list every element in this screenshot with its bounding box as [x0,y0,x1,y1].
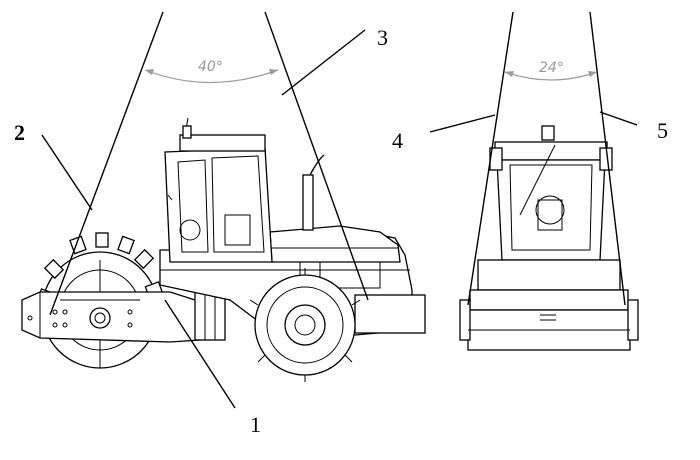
engine-hood [269,225,401,263]
front-right-sight-line [589,11,626,306]
front-frame [21,291,201,343]
side-view-roller [21,117,426,382]
front-sight-lines: 24° [467,11,626,306]
rear-wheel [249,268,361,382]
callout-3: 3 [377,25,388,50]
front-angle-arc [504,71,598,81]
callout-1: 1 [250,412,261,437]
front-callouts: 4 5 [392,111,668,153]
side-right-sight-line [264,11,369,301]
exhaust-pipe [302,154,325,231]
cab [164,117,273,263]
leader-3 [281,29,366,96]
callout-5: 5 [657,118,668,143]
front-cab [489,125,613,261]
front-body [459,259,639,351]
leader-2 [41,134,93,211]
front-view-roller [459,125,639,351]
side-callouts: 1 2 3 [14,25,388,437]
side-angle-label: 40° [198,59,223,75]
front-angle-label: 24° [539,60,564,76]
front-left-sight-line [467,11,514,306]
leader-5 [599,111,638,126]
leader-1 [164,299,236,409]
side-left-sight-line [49,11,164,316]
callout-4: 4 [392,128,403,153]
side-sight-lines: 40° [49,11,369,316]
side-angle-arc [144,69,279,84]
callout-2: 2 [14,120,25,145]
leader-4 [429,114,496,133]
